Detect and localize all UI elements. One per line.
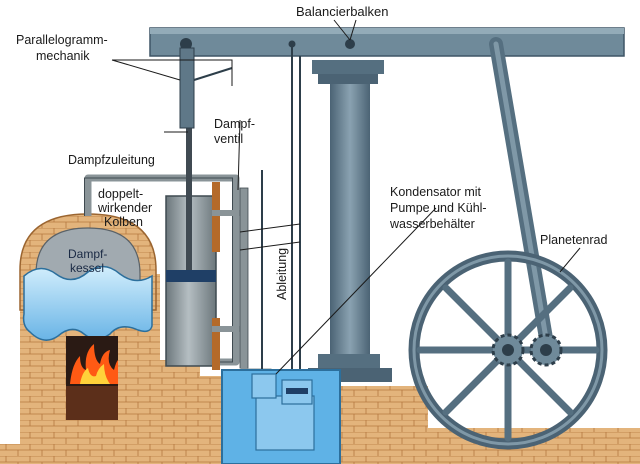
label-dampfventil-1: Dampf- <box>214 117 255 131</box>
cylinder <box>165 118 217 367</box>
parallel-linkage <box>179 47 233 129</box>
label-kondensator-2: Pumpe und Kühl- <box>390 201 487 215</box>
flame-icon <box>70 344 118 384</box>
condenser-tank <box>221 369 341 464</box>
label-dampfzuleitung: Dampfzuleitung <box>68 153 155 167</box>
gear-icon <box>491 333 563 367</box>
leader-lines <box>111 19 581 375</box>
label-kolben-2: wirkender <box>97 201 152 215</box>
label-kessel-1: Dampf- <box>68 247 107 261</box>
support-column <box>308 60 392 382</box>
label-kolben-3: Kolben <box>104 215 143 229</box>
label-kessel-2: kessel <box>70 261 104 275</box>
balance-beam <box>149 27 625 57</box>
label-dampfventil-2: ventil <box>214 132 243 146</box>
label-ableitung: Ableitung <box>275 248 289 300</box>
label-parallel-1: Parallelogramm- <box>16 33 108 47</box>
label-balancier: Balancierbalken <box>296 4 389 19</box>
boiler <box>19 213 157 420</box>
steam-valve <box>212 182 249 370</box>
label-planetenrad: Planetenrad <box>540 233 607 247</box>
label-kolben-1: doppelt- <box>98 187 143 201</box>
label-kondensator-3: wasserbehälter <box>389 217 475 231</box>
label-parallel-2: mechanik <box>36 49 90 63</box>
label-kondensator-1: Kondensator mit <box>390 185 482 199</box>
